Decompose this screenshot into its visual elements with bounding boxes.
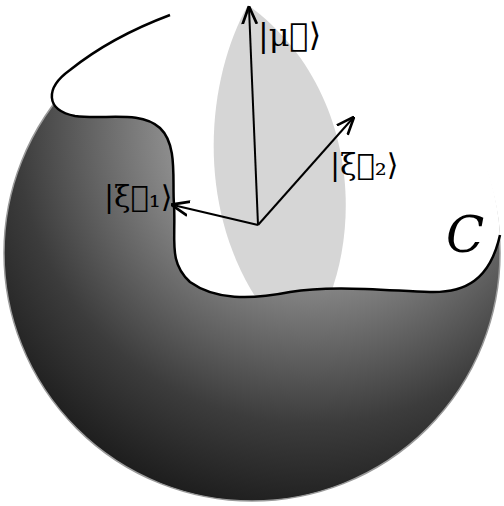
region-label: C <box>446 208 484 263</box>
state-vector <box>173 205 258 225</box>
state-vector <box>249 8 258 225</box>
region-outline <box>52 15 500 297</box>
state-label: |ξ⃗₁⟩ <box>104 180 172 213</box>
state-label: |ξ⃗₂⟩ <box>330 148 398 181</box>
meridian-slice <box>214 5 346 350</box>
state-label: |μ⃗⟩ <box>258 18 321 53</box>
